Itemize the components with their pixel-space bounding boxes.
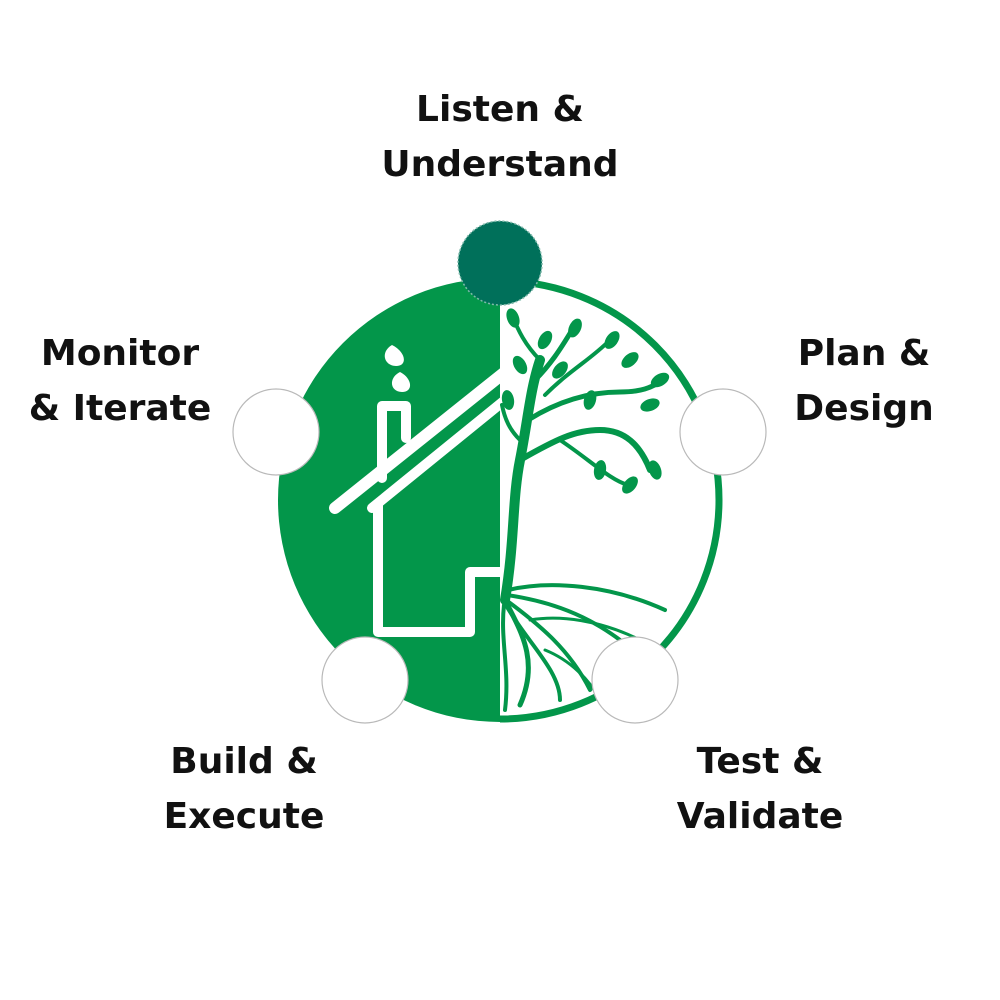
step-label-line: & Iterate <box>28 388 212 429</box>
step-label-line: Understand <box>381 144 619 185</box>
step-label-line: Listen & <box>416 89 584 130</box>
step-label-build: Build & Execute <box>94 734 394 844</box>
step-node-listen[interactable] <box>457 220 543 306</box>
step-label-listen: Listen & Understand <box>350 82 650 192</box>
step-label-line: Plan & <box>797 333 931 374</box>
step-label-monitor: Monitor & Iterate <box>0 326 270 436</box>
step-label-test: Test & Validate <box>610 734 910 844</box>
step-node-build[interactable] <box>321 636 409 724</box>
step-label-line: Monitor <box>40 333 200 374</box>
step-label-line: Execute <box>163 796 325 837</box>
house-chimney-icon <box>329 345 511 637</box>
step-label-line: Build & <box>170 741 318 782</box>
step-label-plan: Plan & Design <box>714 326 1000 436</box>
step-label-line: Test & <box>696 741 824 782</box>
tree-with-roots-icon <box>500 308 670 712</box>
step-label-line: Design <box>794 388 934 429</box>
step-node-monitor[interactable] <box>232 388 320 476</box>
step-node-plan[interactable] <box>679 388 767 476</box>
step-node-test[interactable] <box>591 636 679 724</box>
step-label-line: Validate <box>676 796 844 837</box>
